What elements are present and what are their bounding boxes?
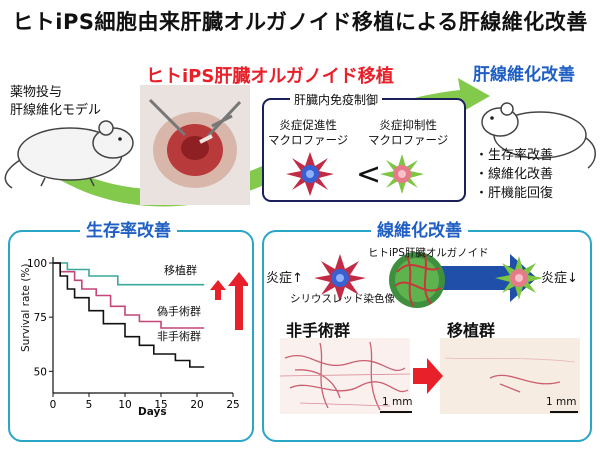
histology-group-non: 非手術群 bbox=[286, 321, 351, 340]
x-tick-label: 5 bbox=[86, 399, 93, 411]
chart-x-axis-label: Days bbox=[138, 406, 167, 418]
x-tick-label: 0 bbox=[50, 399, 57, 411]
survival-line-transplant bbox=[53, 262, 205, 286]
transplant-title: ヒトiPS肝臓オルガノイド移植 bbox=[146, 66, 394, 87]
outcome-liver-function: ・肝機能回復 bbox=[475, 186, 554, 201]
scale-label-transplant: 1 mm bbox=[546, 396, 577, 408]
red-up-arrows bbox=[210, 272, 248, 330]
macrophage-after-icon bbox=[495, 256, 543, 300]
x-tick-label: 15 bbox=[154, 399, 167, 411]
pro-line2: マクロファージ bbox=[268, 133, 349, 147]
macrophage-anti-icon bbox=[380, 154, 424, 194]
anti-inflammatory-label: 炎症抑制性 マクロファージ bbox=[368, 118, 448, 148]
stain-label: シリウスレッド染色像 bbox=[290, 293, 395, 305]
immune-control-box bbox=[262, 98, 466, 202]
scale-label-non: 1 mm bbox=[382, 396, 413, 408]
model-line2: 肝線維化モデル bbox=[10, 103, 102, 118]
x-tick-label: 20 bbox=[190, 399, 203, 411]
outcome-fibrosis: ・線維化改善 bbox=[475, 167, 554, 182]
chart-y-axis-label: Survival rate (%) bbox=[20, 263, 32, 352]
model-line1: 薬物投与 bbox=[10, 85, 63, 100]
survival-chart: 50 75 100 0 5 10 15 20 25 bbox=[27, 257, 240, 411]
histology-fibers-non bbox=[279, 341, 411, 411]
y-tick-label: 75 bbox=[34, 312, 47, 324]
y-tick-label: 100 bbox=[27, 258, 47, 270]
y-tick-label: 50 bbox=[34, 366, 47, 378]
outcome-survival: ・生存率改善 bbox=[475, 148, 554, 163]
survival-line-sham bbox=[53, 262, 205, 329]
mouse-right-icon bbox=[481, 102, 596, 169]
macrophage-icons: < bbox=[286, 152, 424, 196]
model-label: 薬物投与 肝線維化モデル bbox=[10, 84, 101, 120]
pro-inflammatory-label: 炎症促進性 マクロファージ bbox=[268, 118, 348, 148]
less-than-symbol: < bbox=[356, 157, 381, 192]
main-title: ヒトiPS細胞由来肝臓オルガノイド移植による肝線維化改善 bbox=[12, 10, 588, 34]
outcomes-list: ・生存率改善 ・線維化改善 ・肝機能回復 bbox=[475, 146, 553, 203]
survival-line-non bbox=[53, 262, 205, 368]
series-label-sham: 偽手術群 bbox=[157, 305, 201, 318]
improvement-title: 肝線維化改善 bbox=[473, 65, 575, 85]
fibrosis-panel-title: 線維化改善 bbox=[371, 216, 468, 241]
organoid-icon bbox=[389, 252, 445, 308]
macrophage-before-icon bbox=[314, 254, 366, 302]
histology-image-transplant bbox=[440, 338, 580, 414]
anti-line2: マクロファージ bbox=[368, 133, 449, 147]
immune-control-title: 肝臓内免疫制御 bbox=[290, 91, 383, 108]
inflammation-down-label: 炎症↓ bbox=[541, 271, 578, 286]
scale-bars bbox=[380, 411, 578, 413]
x-tick-label: 25 bbox=[226, 399, 239, 411]
anti-line1: 炎症抑制性 bbox=[379, 118, 437, 132]
fibrosis-graphics bbox=[314, 252, 543, 308]
organoid-label: ヒトiPS肝臓オルガノイド bbox=[368, 247, 489, 259]
series-label-non: 非手術群 bbox=[157, 330, 201, 343]
macrophage-pro-icon bbox=[286, 152, 334, 196]
x-tick-label: 10 bbox=[118, 399, 131, 411]
histology-group-transplant: 移植群 bbox=[447, 321, 496, 340]
histology-image-non bbox=[279, 338, 411, 414]
survival-panel-title: 生存率改善 bbox=[80, 216, 177, 241]
mouse-left-icon bbox=[4, 120, 134, 189]
pro-line1: 炎症促進性 bbox=[279, 118, 337, 132]
surgery-photo bbox=[140, 85, 250, 205]
histology-fibers-transplant bbox=[444, 357, 576, 393]
small-up-arrow-icon bbox=[210, 280, 226, 300]
inflammation-up-label: 炎症↑ bbox=[266, 271, 303, 286]
red-right-arrow-icon bbox=[413, 358, 443, 394]
series-label-transplant: 移植群 bbox=[164, 264, 197, 277]
large-up-arrow-icon bbox=[228, 272, 248, 330]
